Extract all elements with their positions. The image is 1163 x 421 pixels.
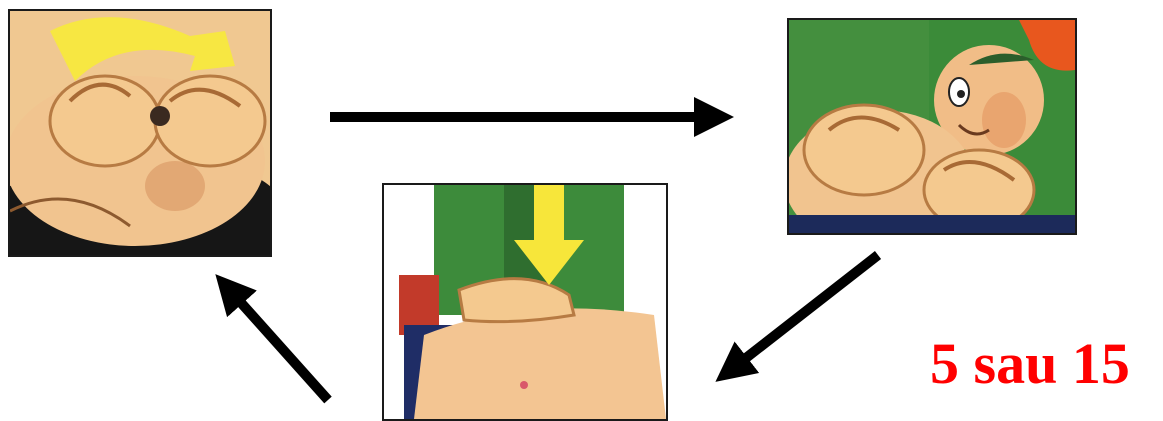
compression-ratio-label: 5 sau 15 (930, 330, 1130, 397)
rescue-breaths-illustration (789, 20, 1075, 233)
chest-compressions-illustration (384, 185, 666, 419)
arrow-icon (728, 255, 878, 372)
panel-rescue-breaths (787, 18, 1077, 235)
airway-opening-illustration (10, 11, 270, 255)
panel-airway-opening (8, 9, 272, 257)
arrow-icon (226, 286, 328, 400)
panel-chest-compressions (382, 183, 668, 421)
